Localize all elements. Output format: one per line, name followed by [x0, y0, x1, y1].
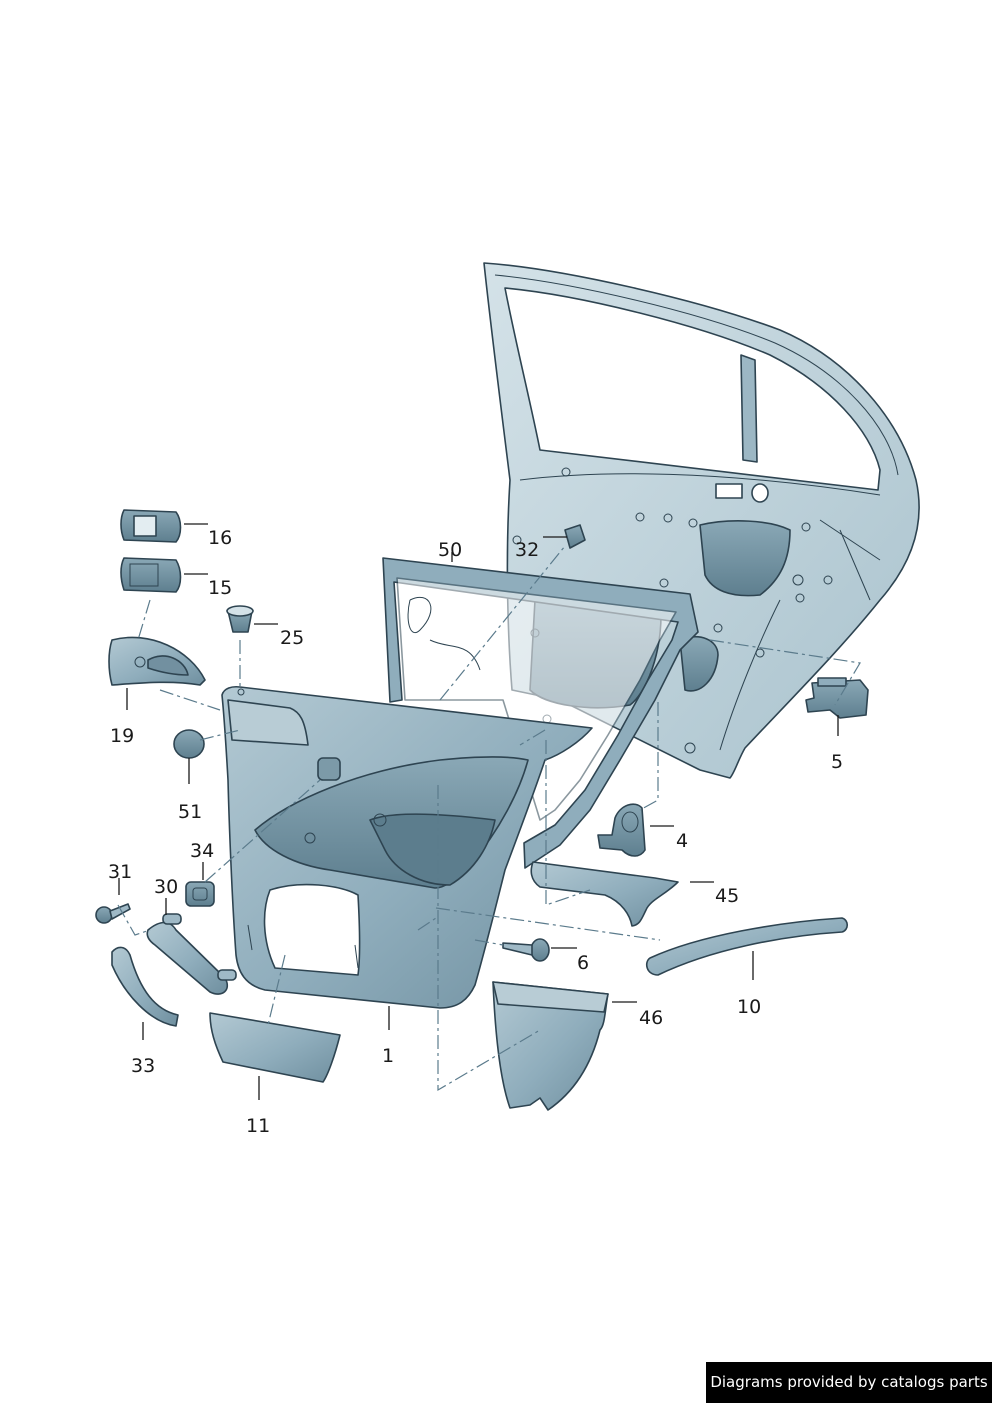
label-34: 34 [190, 840, 214, 862]
pocket-11 [209, 1012, 341, 1083]
label-5: 5 [831, 751, 843, 773]
label-51: 51 [178, 801, 202, 823]
door-trim-panel-1 [221, 685, 593, 1009]
clip-25 [226, 605, 254, 633]
seal-frame-50 [382, 557, 699, 869]
label-25: 25 [280, 627, 304, 649]
label-15: 15 [208, 577, 232, 599]
screw-31 [95, 903, 131, 924]
trim-cap-16 [120, 509, 182, 543]
label-30: 30 [154, 876, 178, 898]
label-4: 4 [676, 830, 688, 852]
part-labels: 16 15 25 19 51 34 31 30 33 11 1 50 32 4 … [108, 527, 843, 1137]
handle-cover-33 [111, 946, 179, 1027]
cap-51 [173, 729, 205, 759]
lock-5 [805, 677, 869, 719]
label-33: 33 [131, 1055, 155, 1077]
screw-6 [502, 938, 550, 962]
trim-corner-46 [492, 981, 609, 1111]
label-31: 31 [108, 861, 132, 883]
assembly-lines [117, 545, 861, 1092]
label-45: 45 [715, 885, 739, 907]
label-6: 6 [577, 952, 589, 974]
label-16: 16 [208, 527, 232, 549]
label-1: 1 [382, 1045, 394, 1067]
seal-strip-10 [645, 917, 849, 976]
handle-shell-19 [108, 636, 206, 686]
trim-strip-45 [530, 861, 679, 927]
pull-handle-30 [146, 913, 237, 995]
leader-lines [118, 523, 839, 1100]
label-46: 46 [639, 1007, 663, 1029]
label-19: 19 [110, 725, 134, 747]
grip-insert-15 [120, 557, 182, 593]
label-11: 11 [246, 1115, 270, 1137]
credit-banner: Diagrams provided by catalogs parts [706, 1362, 992, 1403]
cover-34 [185, 881, 215, 907]
label-32: 32 [515, 539, 539, 561]
label-50: 50 [438, 539, 462, 561]
clip-32 [564, 524, 586, 549]
bracket-4 [597, 803, 646, 857]
label-10: 10 [737, 996, 761, 1018]
